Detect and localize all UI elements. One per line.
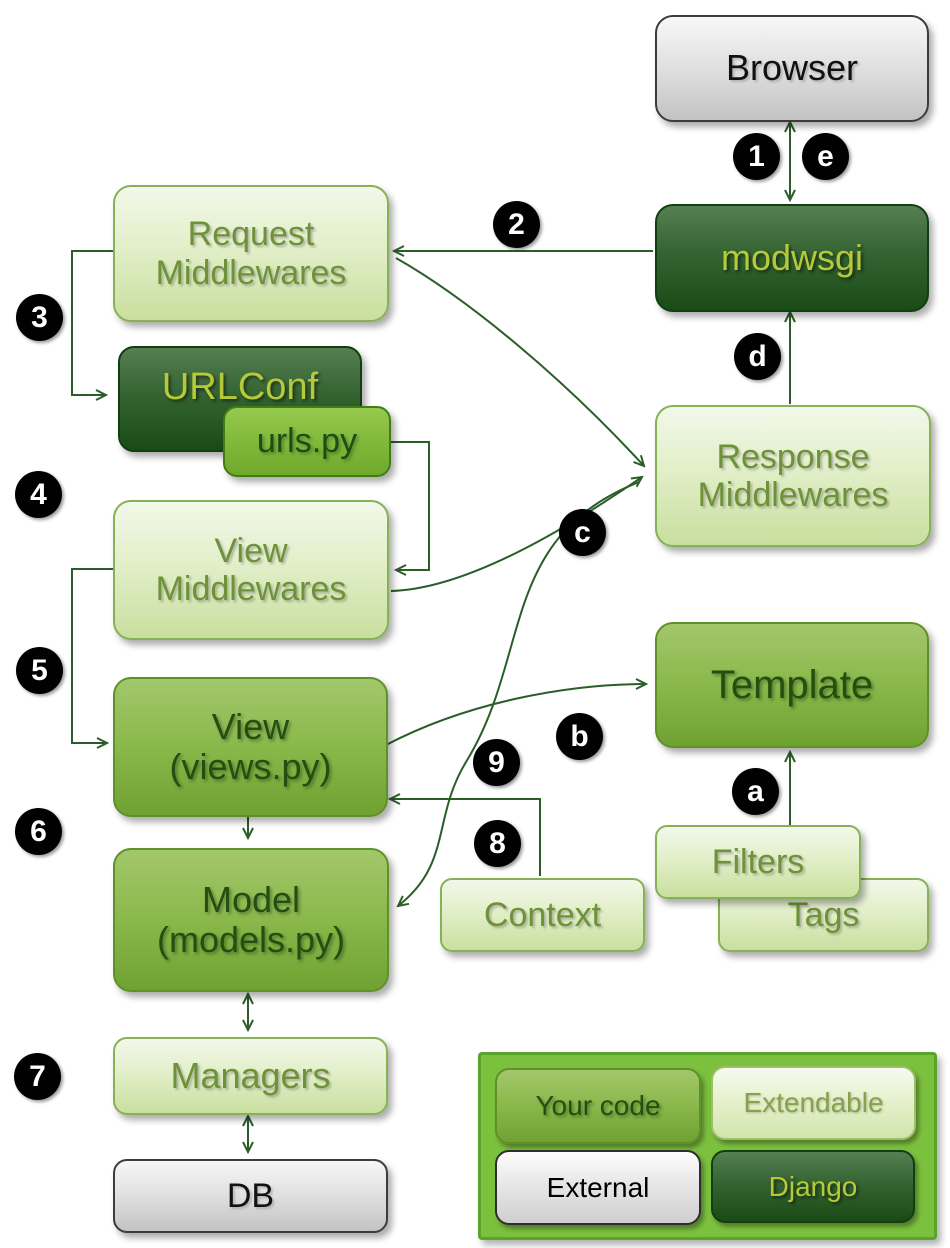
node-managers: Managers	[113, 1037, 388, 1115]
step-badge-2: 2	[493, 201, 540, 248]
node-model: Model (models.py)	[113, 848, 389, 992]
node-view-line2: (views.py)	[169, 746, 332, 787]
step-badge-6: 6	[15, 808, 62, 855]
legend-item-external: External	[495, 1150, 701, 1225]
node-view-middlewares-line1: View	[214, 531, 288, 570]
node-modwsgi-label: modwsgi	[720, 236, 864, 278]
legend-your-code-label: Your code	[535, 1090, 661, 1121]
node-model-line2: (models.py)	[156, 919, 346, 960]
node-response-middlewares: Response Middlewares	[655, 405, 931, 547]
step-badge-e: e	[802, 133, 849, 180]
node-modwsgi: modwsgi	[655, 204, 929, 312]
curve-view-template	[385, 684, 646, 746]
step-badge-9: 9	[473, 739, 520, 786]
node-response-middlewares-line1: Response	[716, 437, 870, 476]
legend-item-extendable: Extendable	[711, 1066, 916, 1140]
node-response-middlewares-line2: Middlewares	[697, 476, 889, 514]
legend-item-django: Django	[711, 1150, 915, 1223]
node-view: View (views.py)	[113, 677, 388, 817]
legend-item-your-code: Your code	[495, 1068, 701, 1144]
elbow-requestmw-urlconf	[71, 250, 113, 395]
legend-external-label: External	[546, 1171, 650, 1203]
node-request-middlewares: Request Middlewares	[113, 185, 389, 322]
curve-responsemw-model	[398, 481, 640, 906]
node-template-label: Template	[710, 662, 874, 707]
legend: Your code Extendable External Django	[478, 1052, 937, 1240]
node-context: Context	[440, 878, 645, 952]
legend-extendable-label: Extendable	[743, 1087, 884, 1118]
elbow-context-view	[390, 799, 541, 876]
curve-viewmw-responsemw	[390, 477, 642, 592]
node-browser-label: Browser	[725, 47, 859, 89]
step-badge-c: c	[559, 509, 606, 556]
node-db: DB	[113, 1159, 388, 1233]
node-urlspy: urls.py	[223, 406, 391, 477]
step-badge-1: 1	[733, 133, 780, 180]
step-badge-a: a	[732, 768, 779, 815]
step-badge-8: 8	[474, 820, 521, 867]
node-filters: Filters	[655, 825, 861, 899]
step-badge-7: 7	[14, 1053, 61, 1100]
legend-django-label: Django	[768, 1170, 858, 1202]
step-badge-4: 4	[15, 471, 62, 518]
step-badge-d: d	[734, 333, 781, 380]
elbow-urlspy-viewmw	[388, 441, 430, 570]
node-browser: Browser	[655, 15, 929, 122]
step-badge-3: 3	[16, 294, 63, 341]
curve-requestmw-responsemw	[395, 257, 644, 466]
node-model-line1: Model	[201, 878, 301, 920]
elbow-viewmw-view	[71, 568, 113, 743]
node-template: Template	[655, 622, 929, 748]
node-managers-label: Managers	[170, 1054, 331, 1096]
step-badge-b: b	[556, 713, 603, 760]
node-db-label: DB	[226, 1176, 275, 1215]
node-view-line1: View	[211, 705, 290, 747]
node-filters-label: Filters	[711, 842, 805, 881]
node-request-middlewares-line1: Request	[187, 215, 315, 254]
node-urlconf-label: URLConf	[161, 365, 319, 408]
node-tags-label: Tags	[787, 895, 860, 934]
step-badge-5: 5	[16, 647, 63, 694]
node-view-middlewares-line2: Middlewares	[155, 570, 347, 608]
node-request-middlewares-line2: Middlewares	[155, 253, 347, 292]
node-context-label: Context	[483, 895, 602, 934]
node-view-middlewares: View Middlewares	[113, 500, 389, 640]
node-urlspy-label: urls.py	[256, 422, 358, 461]
